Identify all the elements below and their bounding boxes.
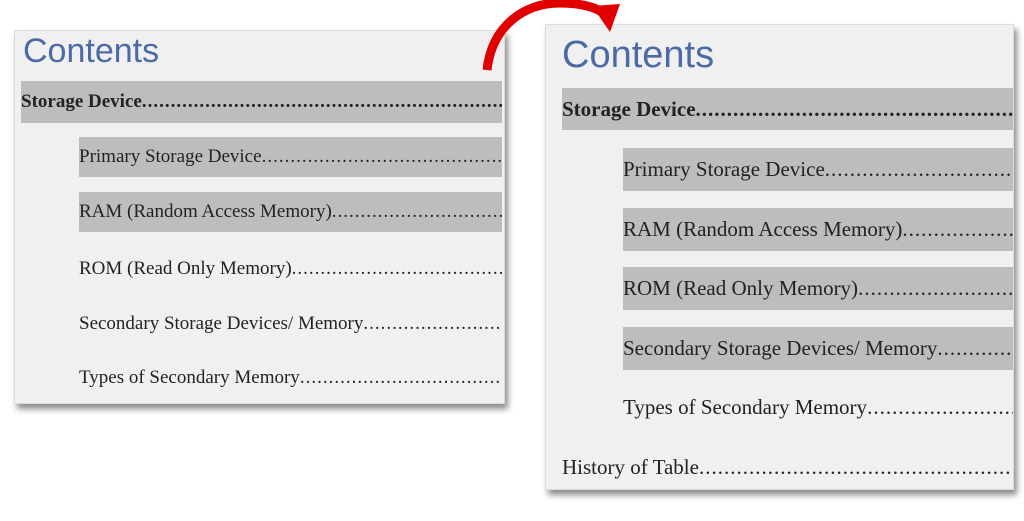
- entry-label: Secondary Storage Devices/ Memory: [79, 313, 364, 334]
- dot-leader: [332, 201, 502, 223]
- toc-entry[interactable]: ROM (Read Only Memory): [79, 249, 502, 289]
- dot-leader: [363, 313, 502, 335]
- toc-entry[interactable]: RAM (Random Access Memory): [79, 192, 502, 232]
- entry-label: History of Table: [562, 455, 699, 479]
- toc-entry[interactable]: Secondary Storage Devices/ Memory: [623, 327, 1013, 370]
- toc-title: Contents: [23, 32, 160, 70]
- dot-leader: [696, 97, 1013, 122]
- toc-before-panel: Contents Storage Device Primary Storage …: [14, 30, 505, 404]
- entry-label: Primary Storage Device: [623, 157, 825, 181]
- entry-label: Types of Secondary Memory: [623, 395, 868, 419]
- dot-leader: [858, 276, 1013, 301]
- entry-label: Types of Secondary Memory: [79, 367, 300, 388]
- toc-entry[interactable]: Primary Storage Device: [79, 137, 502, 177]
- entry-label: ROM (Read Only Memory): [623, 276, 859, 300]
- toc-entry[interactable]: History of Table: [562, 446, 1013, 489]
- dot-leader: [292, 258, 502, 280]
- toc-entry[interactable]: Types of Secondary Memory: [79, 358, 502, 398]
- entry-label: ROM (Read Only Memory): [79, 258, 292, 279]
- toc-entry[interactable]: Types of Secondary Memory: [623, 386, 1013, 429]
- dot-leader: [825, 157, 1013, 182]
- dot-leader: [262, 146, 502, 168]
- toc-after-panel: Contents Storage Device Primary Storage …: [545, 24, 1014, 490]
- entry-label: Storage Device: [21, 91, 142, 112]
- toc-entry[interactable]: Storage Device: [562, 88, 1013, 130]
- dot-leader: [902, 217, 1013, 242]
- entry-label: RAM (Random Access Memory): [79, 201, 332, 222]
- dot-leader: [300, 367, 502, 389]
- toc-entry[interactable]: Storage Device: [21, 81, 502, 123]
- toc-entry[interactable]: Secondary Storage Devices/ Memory: [79, 304, 502, 344]
- dot-leader: [699, 455, 1013, 480]
- dot-leader: [867, 395, 1013, 420]
- entry-label: Secondary Storage Devices/ Memory: [623, 336, 938, 360]
- toc-title: Contents: [562, 34, 715, 76]
- entry-label: Primary Storage Device: [79, 146, 262, 167]
- dot-leader: [937, 336, 1013, 361]
- toc-entry[interactable]: RAM (Random Access Memory): [623, 208, 1013, 251]
- dot-leader: [142, 91, 502, 113]
- entry-label: RAM (Random Access Memory): [623, 217, 903, 241]
- curved-arrow-icon: [482, 0, 620, 71]
- toc-entry[interactable]: ROM (Read Only Memory): [623, 267, 1013, 310]
- entry-label: Storage Device: [562, 96, 696, 121]
- toc-entry[interactable]: Primary Storage Device: [623, 148, 1013, 191]
